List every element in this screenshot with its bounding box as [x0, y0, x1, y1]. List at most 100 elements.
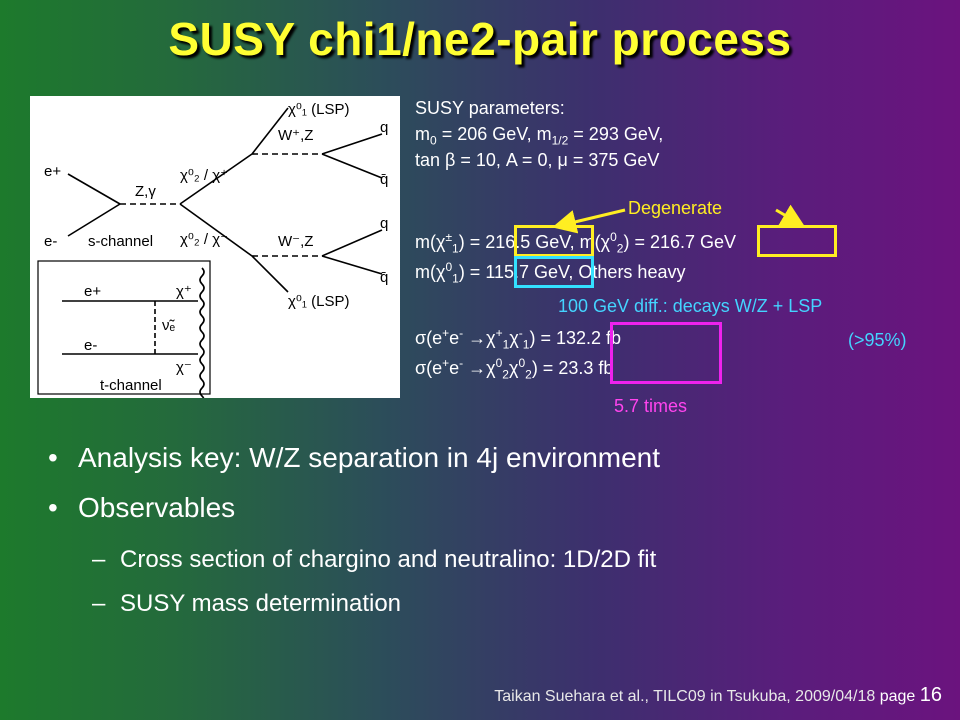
xsec2-d: ) = — [531, 358, 559, 378]
susy-parameters: SUSY parameters: m0 = 206 GeV, m1/2 = 29… — [415, 96, 955, 426]
xsec2-sub1: 2 — [502, 367, 509, 382]
bullet-text: Observables — [78, 492, 236, 523]
params-tan-line: tan β = 10, A = 0, μ = 375 GeV — [415, 150, 660, 170]
xsec1-eplus: + — [442, 326, 450, 340]
label-qbar1: q̄ — [380, 171, 388, 188]
params-m0-line: m0 = 206 GeV, m1/2 = 293 GeV, — [415, 122, 664, 148]
xsec2-a: σ(e — [415, 358, 443, 378]
line-q1 — [321, 133, 383, 155]
xsec2-eminus: - — [459, 356, 464, 370]
label-lsp-top: χ⁰₁ (LSP) — [288, 101, 349, 118]
decay-note-line2: (>95%) — [848, 330, 907, 350]
label-qbar2: q̄ — [380, 269, 388, 286]
bullet-dot: • — [48, 492, 58, 523]
mass-chi01-sub: 1 — [452, 271, 459, 286]
label-q1: q — [380, 119, 388, 136]
xsec2-e: e — [449, 358, 460, 378]
t-channel-box — [37, 260, 211, 395]
mass-chi01-a: m(χ — [415, 262, 446, 282]
line-eplus — [67, 173, 121, 205]
degenerate-note: Degenerate — [628, 198, 723, 218]
m12-sub: 1/2 — [551, 133, 569, 148]
mass-chi-pm-a: m(χ — [415, 232, 446, 252]
beam-wavy-line — [199, 267, 205, 398]
label-t-eminus: e- — [84, 337, 97, 354]
label-t-snu: ν̃ₑ — [162, 317, 176, 334]
xsec1-sub2: 1 — [522, 337, 530, 352]
mass-chi02-value: 216.7 — [649, 232, 696, 252]
mass-chi02-c: GeV — [695, 232, 737, 252]
line-qbar2 — [321, 255, 383, 275]
xsec2-c: χ — [508, 358, 519, 378]
xsec1-eminus: - — [459, 326, 464, 340]
line-eminus — [67, 203, 121, 237]
mass-chi02-sub: 2 — [616, 241, 624, 256]
label-t-chi-minus: χ⁻ — [176, 359, 192, 376]
line-q2 — [321, 229, 383, 257]
label-z-gamma: Z,γ — [135, 183, 156, 200]
label-eminus: e- — [44, 233, 57, 250]
chargino-mass-highlight — [514, 225, 594, 257]
footer-page-number: 16 — [919, 684, 942, 706]
feynman-svg: e+ e- Z,γ s-channel χ⁰₂ / χ⁺ χ⁰₂ / χ⁻ W⁺… — [37, 101, 388, 398]
xsec2-sup1: 0 — [495, 356, 503, 370]
xsec1-sup2: - — [518, 326, 523, 340]
mass-chi-pm-value: 216.5 — [485, 232, 531, 252]
sub-bullet-text: Cross section of chargino and neutralino… — [120, 546, 657, 573]
line-qbar1 — [321, 153, 383, 179]
label-lsp-bottom: χ⁰₁ (LSP) — [288, 293, 349, 310]
label-t-channel: t-channel — [100, 377, 162, 394]
xsec1-c: χ — [509, 328, 519, 348]
line-lsp-top — [251, 107, 289, 155]
xsec2-b: →χ — [463, 358, 496, 378]
footer-page-label: page — [879, 688, 916, 705]
xsec2-value: 23.3 fb — [558, 358, 614, 378]
xsec-neutralino-line: σ(e+e- →χ02χ02) = 23.3 fb — [415, 356, 614, 382]
mass-chi-pm-sub: 1 — [452, 241, 459, 256]
xsec-chargino-line: σ(e+e- →χ+1χ-1) = 132.2 fb — [415, 326, 622, 352]
mass-chi02-b: ) = — [623, 232, 650, 252]
line-chi-upper — [179, 153, 253, 205]
mass-chi-pm-b: ) = — [458, 232, 486, 252]
neutralino2-mass-highlight — [757, 225, 837, 257]
xsec1-a: σ(e — [415, 328, 443, 348]
xsec1-d: ) = — [529, 328, 556, 348]
lsp-mass-highlight — [514, 256, 594, 288]
label-chi2-minus: χ⁰₂ / χ⁻ — [180, 231, 228, 248]
mass-chi-pm-sup: ± — [445, 230, 453, 244]
feynman-diagram: e+ e- Z,γ s-channel χ⁰₂ / χ⁺ χ⁰₂ / χ⁻ W⁺… — [30, 96, 400, 398]
slide-title: SUSY chi1/ne2-pair process — [168, 13, 792, 65]
bullet-text: Analysis key: W/Z separation in 4j envir… — [78, 442, 661, 473]
label-s-channel: s-channel — [88, 233, 153, 250]
xsec-highlight — [610, 322, 722, 384]
line-chi-lower — [179, 203, 253, 257]
m0-text: m — [415, 124, 430, 144]
xsec1-value: 132.2 fb — [555, 328, 622, 348]
mass-chargino-line: m(χ±1) = 216.5 GeV, m(χ02) = 216.7 GeV — [415, 230, 737, 256]
label-t-chi-plus: χ⁺ — [176, 283, 192, 300]
xsec1-sub1: 1 — [502, 337, 510, 352]
bullet-dot: • — [48, 442, 58, 473]
xsec2-sub2: 2 — [525, 367, 532, 382]
mass-chi01-sup: 0 — [445, 260, 453, 274]
label-eplus: e+ — [44, 163, 61, 180]
sub-bullet-text: SUSY mass determination — [120, 590, 402, 617]
xsec2-sup2: 0 — [518, 356, 526, 370]
xsec2-eplus: + — [442, 356, 450, 370]
mass-chi02-sup: 0 — [610, 230, 617, 244]
label-w-minus-z: W⁻,Z — [278, 233, 313, 250]
xsec1-sup1: + — [495, 326, 503, 340]
label-w-plus-z: W⁺,Z — [278, 127, 313, 144]
m0-sub: 0 — [430, 133, 437, 148]
m0-mid: = 206 GeV, m — [436, 124, 552, 144]
xsec1-e: e — [449, 328, 460, 348]
m12-end: = 293 GeV, — [568, 124, 664, 144]
decay-note-line1: 100 GeV diff.: decays W/Z + LSP — [558, 296, 823, 316]
mass-chi01-c: GeV, Others heavy — [529, 262, 686, 282]
footer-credit: Taikan Suehara et al., TILC09 in Tsukuba… — [494, 688, 876, 705]
mass-lsp-line: m(χ01) = 115.7 GeV, Others heavy — [415, 260, 686, 286]
label-t-eplus: e+ — [84, 283, 101, 300]
footer: Taikan Suehara et al., TILC09 in Tsukuba… — [494, 684, 942, 707]
sub-bullet-dash: – — [92, 546, 106, 573]
label-q2: q — [380, 215, 388, 232]
